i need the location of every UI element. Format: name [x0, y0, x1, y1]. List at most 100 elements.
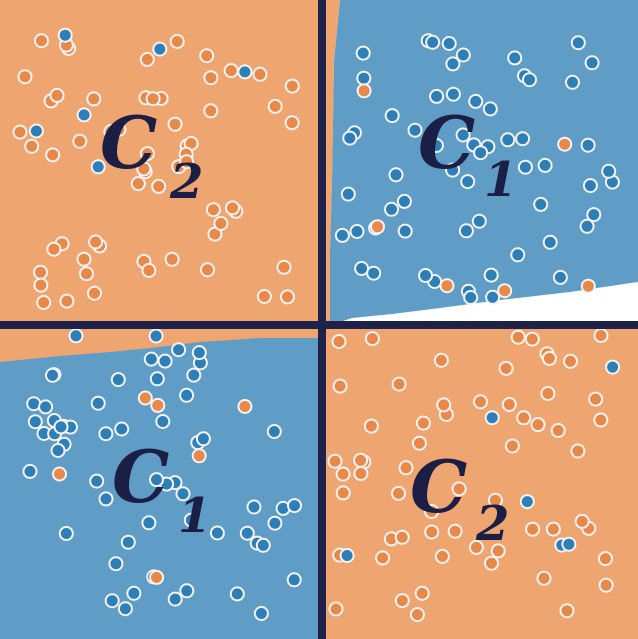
blue-point — [484, 410, 500, 426]
blue-point — [425, 34, 441, 50]
blue-point — [515, 131, 531, 147]
orange-point — [504, 438, 520, 454]
blue-point — [455, 47, 471, 63]
blue-point — [582, 178, 598, 194]
label-bottom-left-subscript: 1 — [178, 488, 211, 544]
blue-point — [68, 328, 84, 344]
blue-point — [570, 35, 586, 51]
orange-point — [150, 397, 166, 413]
orange-point — [145, 91, 161, 107]
blue-point — [510, 247, 526, 263]
orange-point — [169, 34, 185, 49]
blue-point — [471, 213, 487, 229]
orange-point — [364, 331, 380, 347]
orange-point — [536, 570, 552, 586]
orange-point — [447, 523, 463, 539]
blue-point — [191, 345, 207, 361]
orange-point — [484, 555, 499, 571]
orange-point — [356, 83, 372, 99]
orange-point — [473, 394, 488, 410]
label-bottom-left-letter: C — [112, 434, 169, 519]
orange-point — [200, 262, 215, 278]
blue-point — [98, 426, 114, 442]
orange-point — [497, 283, 513, 299]
blue-point — [27, 414, 43, 430]
orange-point — [391, 376, 407, 392]
blue-point — [342, 130, 358, 146]
blue-point — [149, 472, 164, 488]
region-top-right — [330, 0, 638, 324]
region-bottom-right — [322, 322, 638, 639]
orange-point — [541, 350, 557, 366]
orange-point — [545, 521, 561, 537]
blue-point — [483, 267, 499, 283]
blue-point — [237, 64, 253, 80]
label-top-left-subscript: 2 — [169, 154, 203, 210]
orange-point — [424, 524, 440, 540]
blue-point — [429, 88, 445, 104]
vertical-axis — [318, 0, 326, 639]
orange-point — [88, 234, 104, 250]
blue-point — [148, 328, 164, 344]
blue-point — [552, 269, 568, 285]
blue-point — [167, 591, 183, 607]
orange-point — [574, 513, 590, 529]
orange-point — [34, 33, 49, 49]
blue-point — [229, 586, 245, 602]
orange-point — [370, 219, 385, 235]
orange-point — [490, 543, 506, 559]
orange-point — [409, 607, 425, 623]
blue-point — [428, 138, 444, 153]
orange-point — [353, 452, 369, 468]
blue-point — [53, 419, 69, 435]
orange-point — [141, 263, 157, 278]
blue-point — [445, 162, 461, 178]
blue-point — [90, 395, 106, 411]
blue-point — [384, 108, 400, 124]
orange-point — [375, 550, 391, 566]
blue-point — [397, 223, 413, 239]
blue-point — [120, 534, 136, 550]
orange-point — [276, 259, 292, 275]
blue-point — [537, 157, 553, 173]
blue-point — [356, 70, 372, 86]
label-top-left-letter: C — [100, 100, 157, 185]
data-points — [12, 27, 621, 623]
blue-point — [90, 159, 106, 175]
blue-point — [445, 86, 461, 102]
blue-point — [239, 525, 255, 541]
orange-point — [280, 289, 295, 305]
orange-point — [353, 466, 369, 481]
blue-point — [117, 601, 133, 617]
blue-point — [143, 351, 159, 367]
orange-point — [284, 115, 300, 131]
orange-point — [45, 147, 61, 163]
orange-point — [199, 48, 215, 64]
blue-point — [384, 201, 399, 217]
blue-point — [580, 137, 596, 153]
orange-point — [570, 443, 586, 459]
blue-point — [253, 606, 269, 621]
blue-point — [463, 290, 479, 305]
blue-point — [149, 371, 165, 387]
blue-point — [255, 537, 271, 553]
blue-point — [468, 93, 484, 109]
orange-point — [203, 70, 219, 86]
orange-point — [72, 133, 88, 149]
orange-point — [237, 399, 253, 414]
orange-point — [267, 98, 283, 114]
blue-point — [584, 55, 600, 71]
orange-point — [593, 328, 609, 343]
orange-point — [284, 78, 300, 94]
blue-point — [500, 132, 516, 148]
orange-point — [130, 176, 146, 192]
orange-point — [179, 154, 195, 170]
blue-point — [286, 572, 302, 588]
orange-point — [164, 251, 180, 267]
blue-point — [458, 223, 474, 239]
blue-point — [114, 421, 130, 437]
blue-point — [104, 593, 120, 609]
blue-point — [155, 414, 171, 429]
blue-point — [542, 234, 558, 250]
blue-point — [266, 424, 282, 439]
